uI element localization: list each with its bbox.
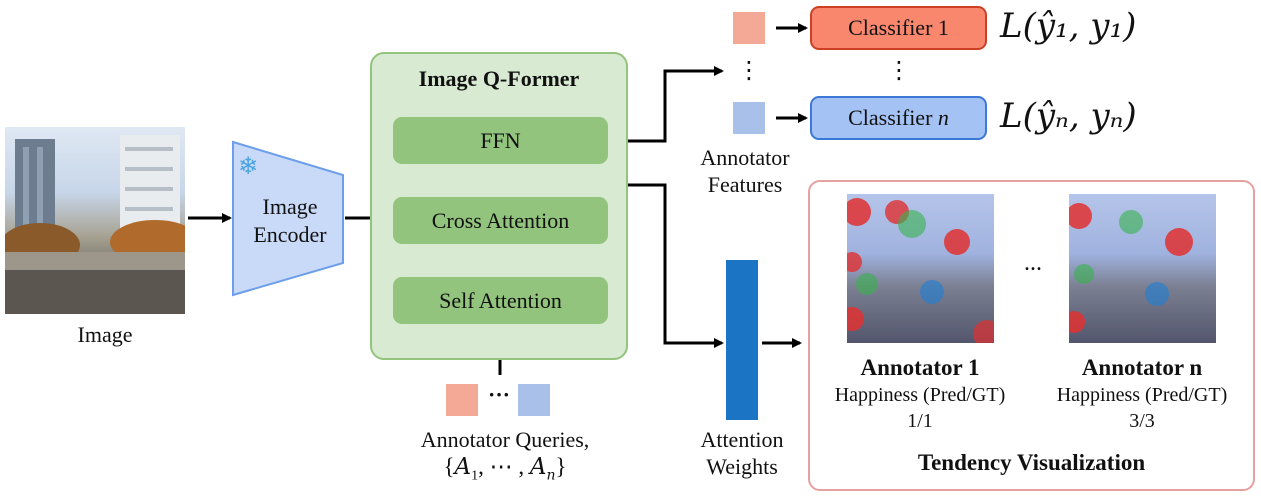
heatmap-1-overlay: [847, 194, 994, 343]
query-an-sub: n: [546, 467, 556, 484]
classifier-n-label-italic: n: [937, 105, 949, 130]
heatmap-n-overlay: [1069, 194, 1216, 343]
query-a1: A: [454, 454, 472, 480]
classifier-n-box: Classifier n: [810, 96, 987, 140]
tendency-title: Tendency Visualization: [917, 450, 1146, 475]
classifier-1-label: Classifier 1: [848, 15, 949, 40]
features-label-line1: Annotator: [700, 145, 790, 170]
classifier-1-box: Classifier 1: [810, 6, 987, 50]
tendency-panel: [808, 180, 1255, 491]
image-encoder: [232, 140, 344, 297]
attention-weights-bar: [726, 260, 758, 420]
annotator-1-name: Annotator 1: [860, 355, 980, 380]
feature-vdots: ⋮: [737, 56, 761, 84]
arrow-ffn-to-features: [610, 66, 724, 143]
heatmap-annotator-n: [1069, 194, 1216, 343]
weights-label-line2: Weights: [706, 454, 778, 479]
set-comma-2: ,: [512, 454, 530, 479]
annotator-1-metric: Happiness (Pred/GT): [834, 384, 1006, 406]
query-a1-sub: 1: [471, 468, 479, 484]
query-square-red: [446, 384, 478, 416]
annotator-1-value: 1/1: [907, 410, 933, 432]
set-cdots: ⋯: [489, 454, 513, 479]
self-attention-block: Self Attention: [393, 277, 608, 324]
set-open-brace: {: [443, 454, 455, 479]
annotator-n-metric: Happiness (Pred/GT): [1056, 384, 1228, 406]
qformer-title: Image Q-Former: [418, 66, 580, 91]
query-ellipsis: ···: [487, 382, 510, 407]
cross-attention-block: Cross Attention: [393, 197, 608, 244]
query-an: A: [529, 454, 547, 480]
loss-n: L(ŷₙ, yₙ): [1000, 96, 1137, 136]
annotator-n-name: Annotator n: [1081, 355, 1203, 380]
image-scene: [5, 135, 185, 314]
set-comma-1: ,: [478, 454, 490, 479]
image-caption: Image: [77, 322, 133, 347]
loss-1: L(ŷ₁, y₁): [1000, 6, 1137, 46]
ffn-block: FFN: [393, 117, 608, 164]
set-close-brace: }: [555, 454, 567, 479]
heatmap-annotator-1: [847, 194, 994, 343]
input-image: [5, 127, 185, 314]
encoder-label-line2: Encoder: [253, 222, 327, 247]
weights-label-line1: Attention: [700, 427, 784, 452]
classifier-vdots: ⋮: [887, 56, 911, 84]
snowflake-icon: ❄: [238, 152, 259, 180]
feature-square-1: [733, 12, 765, 44]
encoder-label-line1: Image: [262, 194, 318, 219]
query-square-blue: [518, 384, 550, 416]
queries-label: Annotator Queries,: [420, 427, 590, 452]
queries-set: {A1, ⋯ , An}: [390, 454, 620, 485]
classifier-n-label-prefix: Classifier: [848, 105, 938, 130]
tendency-hdots: ...: [1024, 250, 1042, 276]
features-label-line2: Features: [707, 172, 783, 197]
feature-square-n: [733, 102, 765, 134]
annotator-n-value: 3/3: [1129, 410, 1155, 432]
